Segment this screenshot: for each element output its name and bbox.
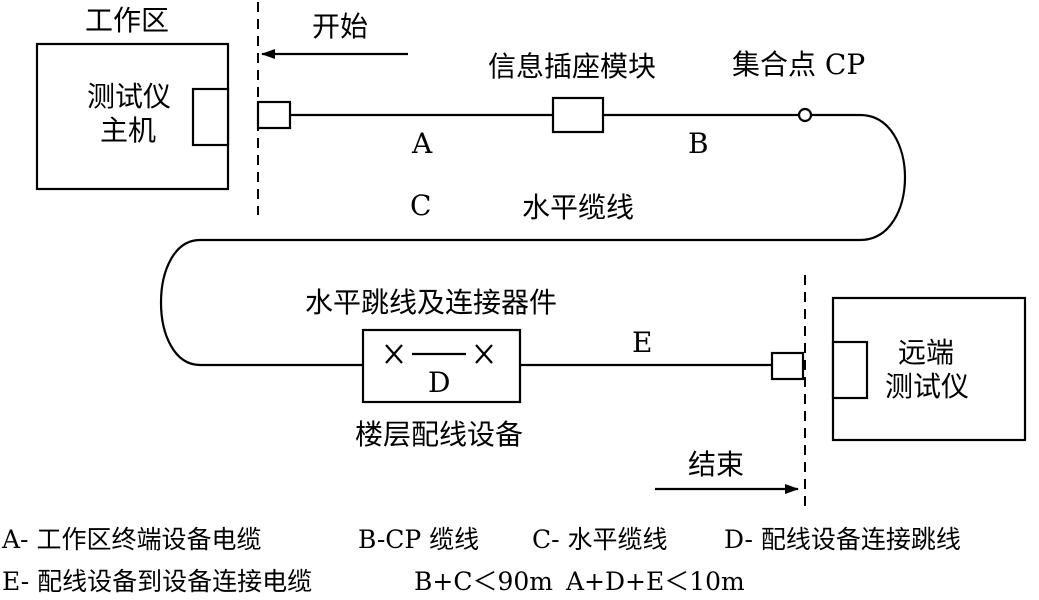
cp-node	[797, 107, 813, 123]
cable-path	[159, 113, 907, 367]
end-label: 结束	[688, 448, 744, 481]
cross-connect-x-left	[385, 344, 403, 364]
start-label: 开始	[312, 10, 368, 43]
legend-item-e: E- 配线设备到设备连接电缆	[2, 567, 312, 596]
legend-item-a: A- 工作区终端设备电缆	[1, 525, 261, 554]
patch-cord-label: 水平跳线及连接器件	[305, 286, 557, 319]
outlet-module-box	[551, 96, 605, 134]
tester-host-label-line2: 主机	[100, 114, 156, 147]
tester-host-port	[191, 87, 230, 147]
remote-connector	[770, 351, 805, 381]
outlet-module-label: 信息插座模块	[488, 50, 656, 83]
cross-connect-x-right	[475, 344, 493, 364]
remote-tester-label-line2: 测试仪	[885, 370, 969, 403]
tester-host-label-line1: 测试仪	[87, 80, 171, 113]
segment-a-label: A	[411, 127, 433, 160]
work-area-label: 工作区	[85, 4, 169, 37]
segment-d-label: D	[428, 366, 450, 399]
horizontal-cable-label: 水平缆线	[522, 191, 634, 224]
legend-item-b: B-CP 缆线	[358, 525, 479, 554]
work-area-connector	[256, 100, 292, 130]
legend-item-c: C- 水平缆线	[532, 525, 668, 554]
remote-tester-label-line1: 远端	[898, 336, 954, 369]
floor-distribution-label: 楼层配线设备	[355, 418, 523, 451]
legend: A- 工作区终端设备电缆 B-CP 缆线 C- 水平缆线 D- 配线设备连接跳线…	[1, 525, 961, 596]
remote-tester-port	[831, 340, 869, 400]
cp-label: 集合点 CP	[732, 48, 865, 81]
legend-constraint-ade: A+D+E＜10m	[565, 567, 745, 596]
segment-b-label: B	[688, 127, 709, 160]
legend-item-d: D- 配线设备连接跳线	[724, 525, 961, 554]
floor-distribution-box	[361, 328, 522, 404]
legend-constraint-bc: B+C＜90m	[414, 567, 553, 596]
segment-e-label: E	[632, 326, 652, 359]
segment-c-label: C	[410, 189, 431, 222]
